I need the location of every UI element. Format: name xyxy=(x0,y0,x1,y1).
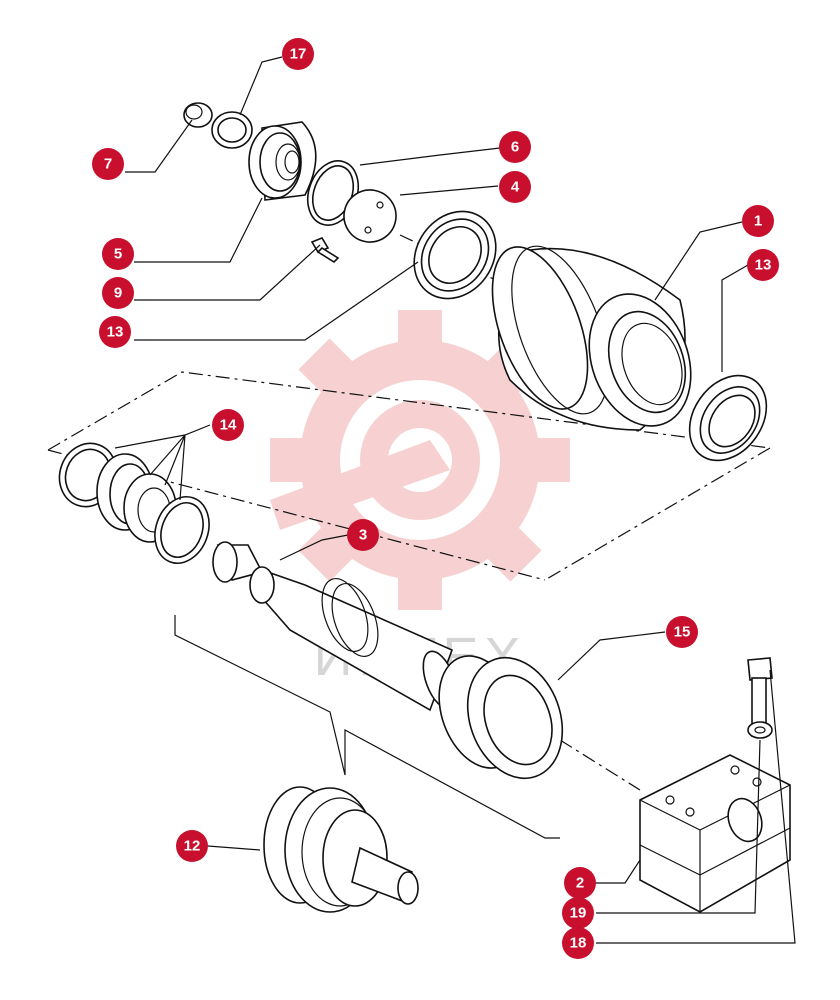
callout-2[interactable]: 2 xyxy=(564,867,596,899)
callout-19[interactable]: 19 xyxy=(562,897,594,929)
callout-badges: 17 7 6 4 1 5 13 9 13 14 3 15 12 2 19 18 xyxy=(92,38,779,959)
svg-text:13: 13 xyxy=(755,257,772,274)
snap-ring-part-17 xyxy=(211,111,253,149)
watermark-gear-logo xyxy=(270,310,570,610)
plate-part-4 xyxy=(343,189,397,243)
svg-text:9: 9 xyxy=(114,285,122,302)
callout-3[interactable]: 3 xyxy=(347,519,379,551)
callout-14[interactable]: 14 xyxy=(212,409,244,441)
svg-text:6: 6 xyxy=(511,139,519,156)
callout-15[interactable]: 15 xyxy=(666,616,698,648)
callout-17[interactable]: 17 xyxy=(282,38,314,70)
bearing-part-13-right xyxy=(688,374,768,462)
washer-part-19 xyxy=(747,721,773,739)
svg-text:5: 5 xyxy=(114,246,122,263)
svg-text:1: 1 xyxy=(754,213,762,230)
callout-12[interactable]: 12 xyxy=(176,830,208,862)
svg-text:19: 19 xyxy=(570,905,587,922)
callout-1[interactable]: 1 xyxy=(742,205,774,237)
seal-housing-part-5 xyxy=(248,121,317,201)
seal-group-part-14 xyxy=(58,442,210,564)
bolt-part-9 xyxy=(310,237,340,264)
svg-text:13: 13 xyxy=(107,324,124,341)
callout-13-right[interactable]: 13 xyxy=(747,249,779,281)
callout-6[interactable]: 6 xyxy=(499,131,531,163)
svg-text:14: 14 xyxy=(220,417,237,434)
callout-4[interactable]: 4 xyxy=(499,171,531,203)
svg-text:4: 4 xyxy=(511,179,520,196)
leader-lines xyxy=(114,56,796,944)
svg-text:7: 7 xyxy=(104,156,112,173)
callout-9[interactable]: 9 xyxy=(102,277,134,309)
svg-text:2: 2 xyxy=(576,875,584,892)
assembly-bracket-lower xyxy=(174,615,560,839)
block-housing-part-2 xyxy=(639,754,791,913)
svg-text:3: 3 xyxy=(359,527,367,544)
roller-body-part-1 xyxy=(491,245,692,431)
svg-text:15: 15 xyxy=(674,624,691,641)
roller-assembly-part-12 xyxy=(263,786,419,913)
svg-text:12: 12 xyxy=(184,838,201,855)
svg-text:17: 17 xyxy=(290,46,307,63)
svg-text:18: 18 xyxy=(570,935,587,952)
callout-18[interactable]: 18 xyxy=(562,927,594,959)
flange-part-15 xyxy=(438,655,564,780)
bearing-part-13-upper xyxy=(413,210,497,300)
callout-7[interactable]: 7 xyxy=(92,148,124,180)
callout-5[interactable]: 5 xyxy=(102,238,134,270)
cap-part-7 xyxy=(183,102,213,128)
callout-13-left[interactable]: 13 xyxy=(99,316,131,348)
